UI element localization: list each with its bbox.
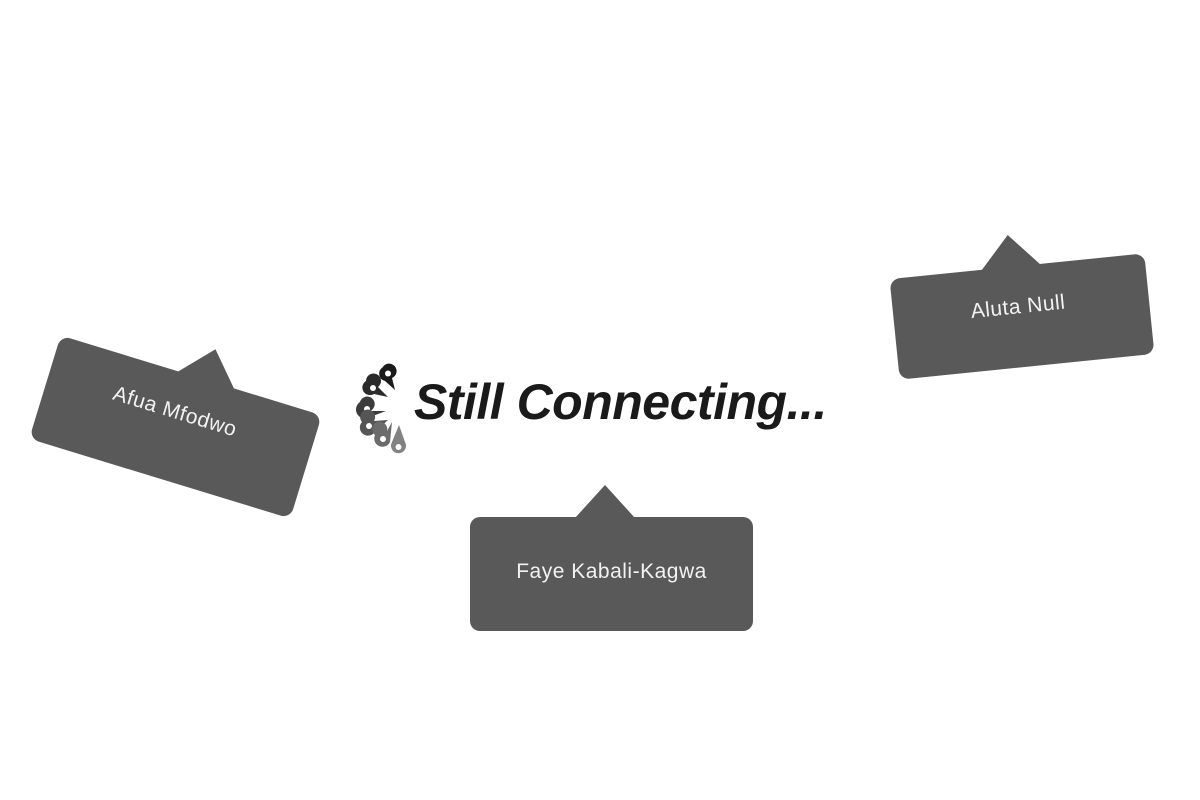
- participant-tag-afua-mfodwo: Afua Mfodwo: [29, 335, 322, 519]
- spinner-pin-1: [379, 363, 397, 390]
- tag-pointer: [575, 485, 635, 518]
- spinner-pin-4: [359, 409, 388, 436]
- spinner-pin-6: [391, 425, 406, 454]
- participant-name: Afua Mfodwo: [110, 381, 240, 442]
- tag-body: Faye Kabali-Kagwa: [470, 517, 753, 631]
- participant-name: Faye Kabali-Kagwa: [516, 560, 707, 583]
- connection-status: Still Connecting...: [352, 362, 852, 462]
- status-message: Still Connecting...: [414, 374, 827, 430]
- spinner-pin-2: [362, 373, 388, 397]
- participant-tag-faye-kabali-kagwa: Faye Kabali-Kagwa: [470, 485, 753, 631]
- spinner-pin-5: [372, 421, 392, 447]
- participant-tag-aluta-null: Aluta Null: [889, 231, 1155, 380]
- tag-body: Aluta Null: [889, 253, 1155, 380]
- participant-name: Aluta Null: [969, 290, 1067, 323]
- tag-body: Afua Mfodwo: [29, 335, 322, 519]
- map-pin-spinner-icon: [355, 363, 406, 454]
